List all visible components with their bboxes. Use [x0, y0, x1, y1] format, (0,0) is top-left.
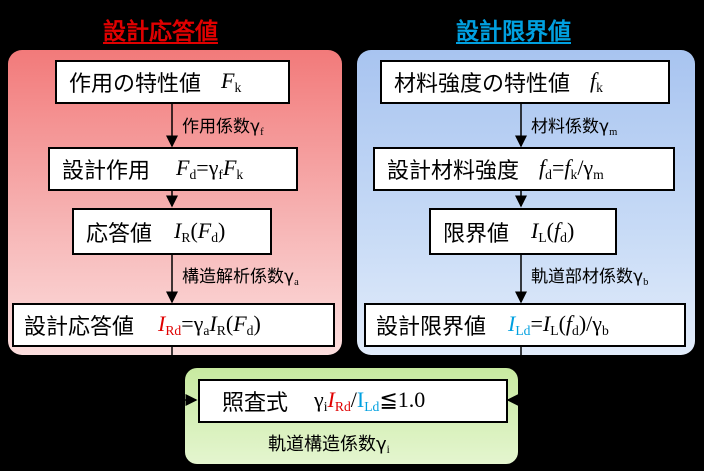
box-design-limit-value: 設計限界値 ILd=IL(fd)/γb [364, 303, 686, 347]
label-track-member-factor: 軌道部材係数γb [531, 267, 649, 288]
label-track-structure-factor: 軌道構造係数γi [268, 434, 390, 457]
left-title: 設計応答値 [103, 19, 218, 45]
box-characteristic-material-strength: 材料強度の特性値 fk [380, 60, 670, 104]
label-material-factor: 材料係数γm [531, 117, 618, 138]
box-verification-formula: 照査式 γiIRd/ILd≦1.0 [198, 379, 508, 423]
label-structural-analysis-factor: 構造解析係数γa [182, 267, 299, 288]
right-title: 設計限界値 [456, 19, 571, 45]
box-characteristic-action: 作用の特性値 Fk [55, 60, 290, 104]
box-design-material-strength: 設計材料強度 fd=fk/γm [373, 147, 675, 191]
box-design-response-value: 設計応答値 IRd=γaIR(Fd) [12, 303, 335, 347]
label-action-factor: 作用係数γf [182, 117, 264, 138]
box-limit-value: 限界値 IL(fd) [429, 208, 617, 255]
box-design-action: 設計作用 Fd=γfFk [48, 147, 298, 191]
box-response-value: 応答値 IR(Fd) [72, 208, 272, 255]
